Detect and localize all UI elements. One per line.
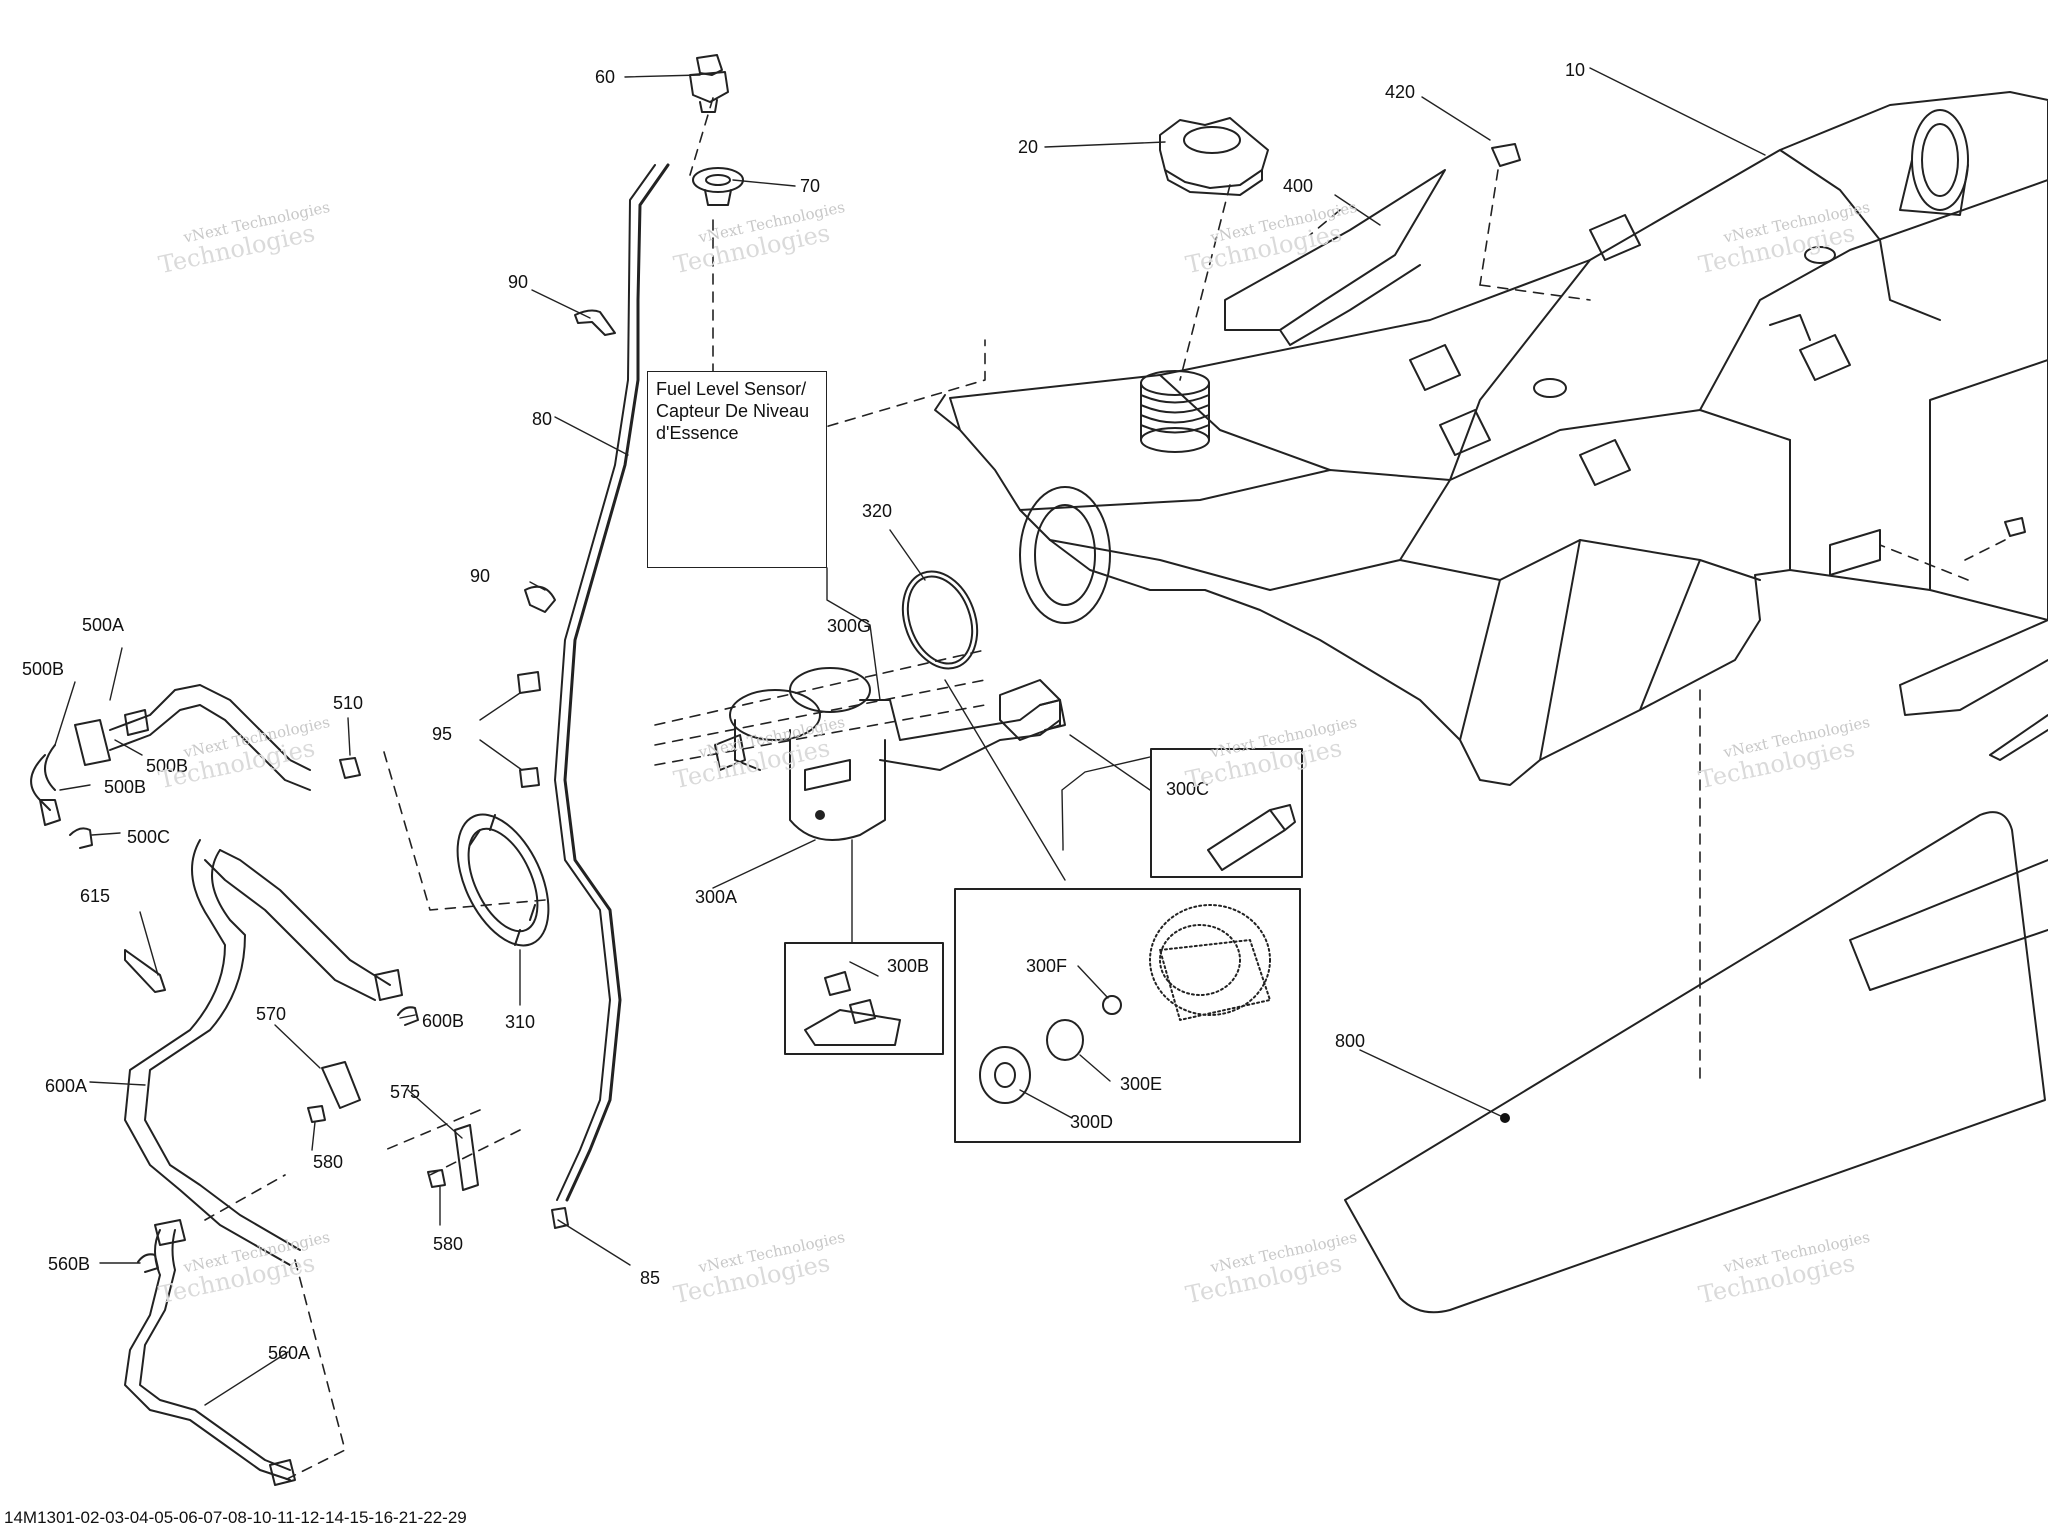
box-300B (784, 942, 944, 1055)
label-800: 800 (1335, 1031, 1365, 1051)
box-300DEF (954, 888, 1301, 1143)
gasket-320 (901, 570, 979, 670)
clamp-600B (397, 1006, 419, 1026)
label-300G: 300G (827, 616, 871, 636)
gasket-320-inner (906, 575, 974, 665)
vent-hose-80-inner (554, 164, 656, 1201)
clip-90-b (524, 585, 556, 613)
label-90-b: 90 (470, 566, 490, 586)
deflector-400 (1224, 169, 1446, 346)
label-400: 400 (1283, 176, 1313, 196)
label-70: 70 (800, 176, 820, 196)
callout-line-1: Fuel Level Sensor/ (656, 379, 807, 399)
label-500B-a: 500B (22, 659, 64, 679)
grommet-420 (1491, 143, 1521, 167)
vent-end-85 (551, 1207, 569, 1229)
tie-615 (124, 949, 166, 993)
label-570: 570 (256, 1004, 286, 1024)
label-300A: 300A (695, 887, 737, 907)
pump-detail (1149, 904, 1271, 1021)
label-575: 575 (390, 1082, 420, 1102)
label-80: 80 (532, 409, 552, 429)
label-500A: 500A (82, 615, 124, 635)
side-panel (1899, 619, 2048, 761)
seal-300D (979, 1046, 1031, 1104)
hose-600A (124, 839, 403, 1266)
pad-800 (1344, 811, 2048, 1314)
label-580-a: 580 (313, 1152, 343, 1172)
oring-300F (1102, 995, 1122, 1015)
label-580-b: 580 (433, 1234, 463, 1254)
label-600B: 600B (422, 1011, 464, 1031)
grommet-70 (692, 167, 744, 206)
label-560A: 560A (268, 1343, 310, 1363)
callout-line-3: d'Essence (656, 423, 739, 443)
hose-500A (30, 684, 311, 826)
retainer-95-a (517, 671, 541, 694)
fuel-tank (934, 91, 2048, 786)
label-10: 10 (1565, 60, 1585, 80)
callout-line-2: Capteur De Niveau (656, 401, 810, 421)
label-300C: 300C (1166, 779, 1209, 799)
label-560B: 560B (48, 1254, 90, 1274)
label-320: 320 (862, 501, 892, 521)
label-95: 95 (432, 724, 452, 744)
fuel-cap (1159, 117, 1269, 196)
label-90-a: 90 (508, 272, 528, 292)
box-300C (1150, 748, 1303, 878)
nut-580-a (307, 1105, 326, 1123)
grommet-right (2004, 517, 2026, 537)
nut-580-b (427, 1169, 446, 1188)
oring-300E (1046, 1019, 1084, 1061)
seal-300B (804, 971, 901, 1046)
label-500B-c: 500B (104, 777, 146, 797)
label-310: 310 (505, 1012, 535, 1032)
label-60: 60 (595, 67, 615, 87)
retainer-95-b (519, 767, 540, 788)
vent-valve-60 (689, 54, 729, 113)
label-300B: 300B (887, 956, 929, 976)
clamp-500C (69, 827, 93, 849)
fuel-level-sensor-callout: Fuel Level Sensor/ Capteur De Niveau d'E… (647, 371, 827, 568)
lock-ring-310 (456, 813, 550, 947)
diagram-reference-code: 14M1301-02-03-04-05-06-07-08-10-11-12-14… (4, 1508, 467, 1527)
hose-560A (124, 1219, 296, 1486)
bracket-575 (454, 1124, 479, 1191)
part-labels: 10 20 60 70 80 85 90 90 95 300A 300B 300… (22, 60, 1585, 1363)
label-420: 420 (1385, 82, 1415, 102)
label-300D: 300D (1070, 1112, 1113, 1132)
leader-dot-800 (1500, 1113, 1510, 1123)
clamp-560B (137, 1253, 159, 1273)
label-20: 20 (1018, 137, 1038, 157)
label-85: 85 (640, 1268, 660, 1288)
label-600A: 600A (45, 1076, 87, 1096)
bracket-570 (321, 1061, 361, 1109)
label-615: 615 (80, 886, 110, 906)
label-300E: 300E (1120, 1074, 1162, 1094)
connector-300C (1207, 804, 1296, 871)
label-510: 510 (333, 693, 363, 713)
vent-hose-80 (563, 163, 670, 1202)
label-500C: 500C (127, 827, 170, 847)
clamp-510 (339, 757, 361, 779)
fuel-pump-module (714, 667, 1066, 841)
label-300F: 300F (1026, 956, 1067, 976)
label-500B-b: 500B (146, 756, 188, 776)
